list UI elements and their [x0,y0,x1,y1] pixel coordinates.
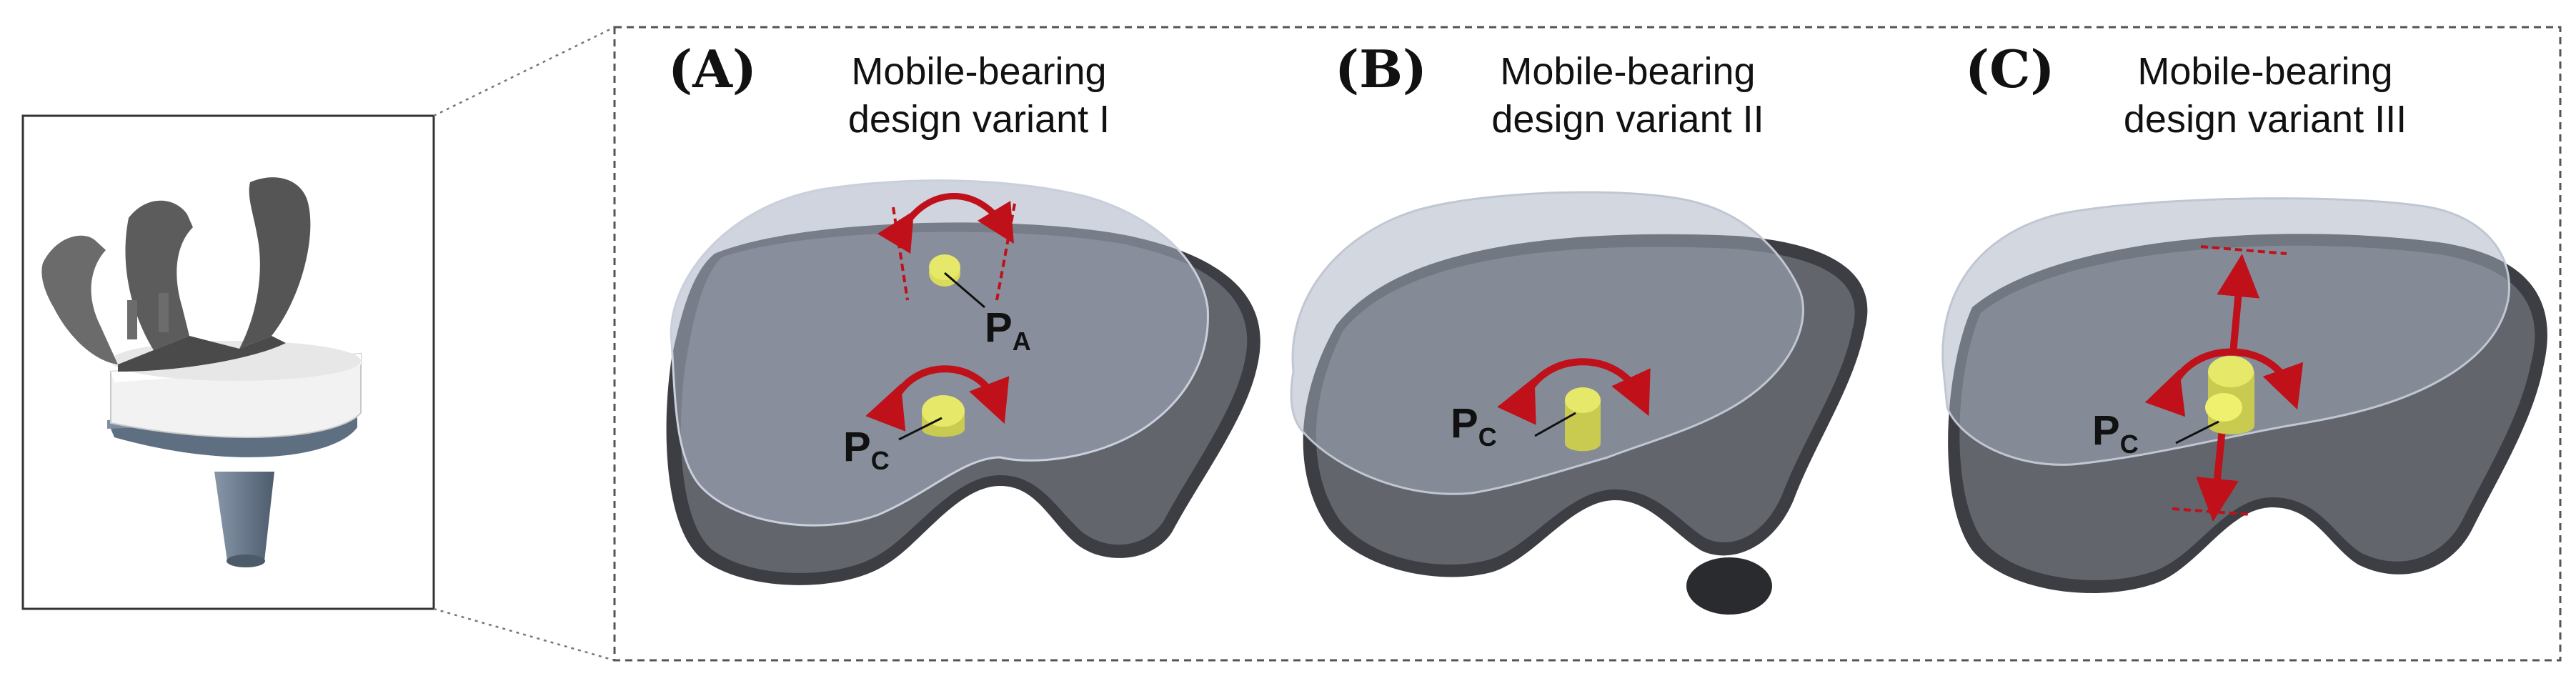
panel-b-title-line1: Mobile-bearing [1500,50,1755,93]
panel-b: (B) Mobile-bearing design variant II PC [1290,39,1868,615]
panel-a-insert [670,179,1209,527]
panel-c-rotation-arrow [2144,348,2304,417]
panel-a: (A) Mobile-bearing design variant I PA P… [666,39,1260,585]
panel-c-title-line1: Mobile-bearing [2137,50,2392,93]
panel-c-letter: (C) [1965,39,2054,99]
panel-a-title-line2: design variant I [848,98,1110,141]
panel-b-insert [1290,191,1804,495]
panel-a-title-line1: Mobile-bearing [851,50,1106,93]
panel-b-letter: (B) [1335,39,1427,99]
panel-c-title-line2: design variant III [2124,98,2407,141]
panel-b-rotation-arrow [1497,358,1651,425]
tibial-stem [214,472,274,561]
zoom-guide-bottom [433,607,615,662]
panel-b-point-central-label: PC [1451,400,1497,452]
panel-c-insert [1941,197,2510,466]
detail-frame [613,26,2562,662]
panel-a-point-central-label: PC [843,424,890,475]
femoral-component [41,177,311,372]
panel-b-title-line2: design variant II [1491,98,1764,141]
panel-c-translation-arrow-posterior [2196,428,2239,522]
panel-c-point-central-label: PC [2092,407,2139,459]
zoom-guide-top [433,26,615,117]
panel-a-letter: (A) [668,39,757,99]
panel-a-rotation-arrow-central [865,365,1010,432]
panel-a-point-anterior-label: PA [985,304,1031,356]
panel-c: (C) Mobile-bearing design variant III PC [1941,39,2547,593]
panel-a-rotation-arrow-anterior [877,193,1014,254]
panel-c-translation-arrow-anterior [2217,254,2260,354]
implant-thumbnail [21,26,615,662]
